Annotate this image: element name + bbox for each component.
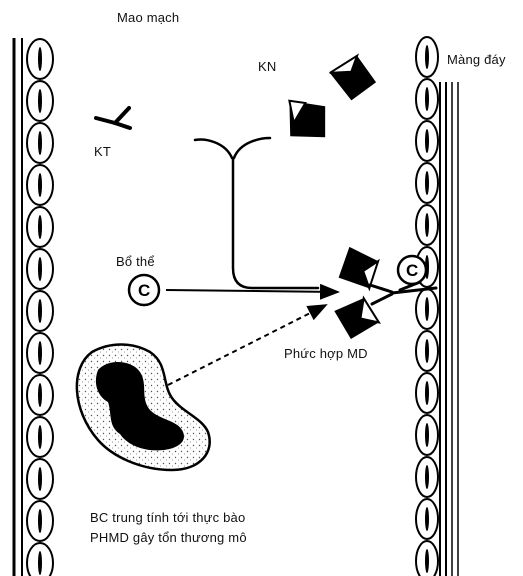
right-endothelial-nucleus (425, 465, 429, 489)
antibody-label: KT (94, 144, 111, 159)
phagocytosis-dashed-arrow (168, 305, 326, 385)
right-endothelial-nucleus (425, 381, 429, 405)
right-endothelial-nucleus (425, 549, 429, 573)
left-endothelial-cells (27, 39, 53, 576)
left-endothelial-nucleus (38, 425, 42, 449)
left-endothelial-nucleus (38, 89, 42, 113)
right-vessel-wall (416, 37, 458, 576)
basement-membrane-label: Màng đáy (447, 52, 506, 67)
complement-arrow (166, 290, 338, 292)
right-endothelial-nucleus (425, 213, 429, 237)
immune-complex-label: Phức hợp MD (284, 346, 368, 361)
right-endothelial-nucleus (425, 129, 429, 153)
left-endothelial-nucleus (38, 467, 42, 491)
left-endothelial-nucleus (38, 47, 42, 71)
caption-line-1: BC trung tính tới thực bào (90, 510, 245, 525)
complement-label: Bổ thể (116, 254, 155, 269)
right-endothelial-nucleus (425, 171, 429, 195)
left-endothelial-nucleus (38, 257, 42, 281)
left-endothelial-nucleus (38, 383, 42, 407)
left-endothelial-nucleus (38, 341, 42, 365)
right-endothelial-nucleus (425, 423, 429, 447)
antibody-large (195, 138, 318, 288)
neutrophil (77, 345, 210, 471)
left-endothelial-nucleus (38, 131, 42, 155)
right-endothelial-nucleus (425, 297, 429, 321)
left-endothelial-nucleus (38, 551, 42, 575)
right-endothelial-nucleus (425, 87, 429, 111)
left-endothelial-nucleus (38, 173, 42, 197)
left-endothelial-nucleus (38, 215, 42, 239)
antigen-free-2 (281, 97, 333, 145)
antigen-free-1 (328, 53, 378, 103)
right-endothelial-nucleus (425, 507, 429, 531)
complement-free-letter: C (138, 281, 150, 300)
antibody-free (96, 108, 130, 128)
right-endothelial-nucleus (425, 45, 429, 69)
caption-line-2: PHMD gây tổn thương mô (90, 530, 247, 545)
left-endothelial-nucleus (38, 299, 42, 323)
complex-complement-letter: C (406, 261, 418, 280)
left-vessel-wall (14, 38, 53, 576)
right-endothelial-nucleus (425, 339, 429, 363)
left-endothelial-nucleus (38, 509, 42, 533)
capillary-label: Mao mạch (117, 10, 179, 25)
right-endothelial-cells (416, 37, 438, 576)
antigen-label: KN (258, 59, 276, 74)
